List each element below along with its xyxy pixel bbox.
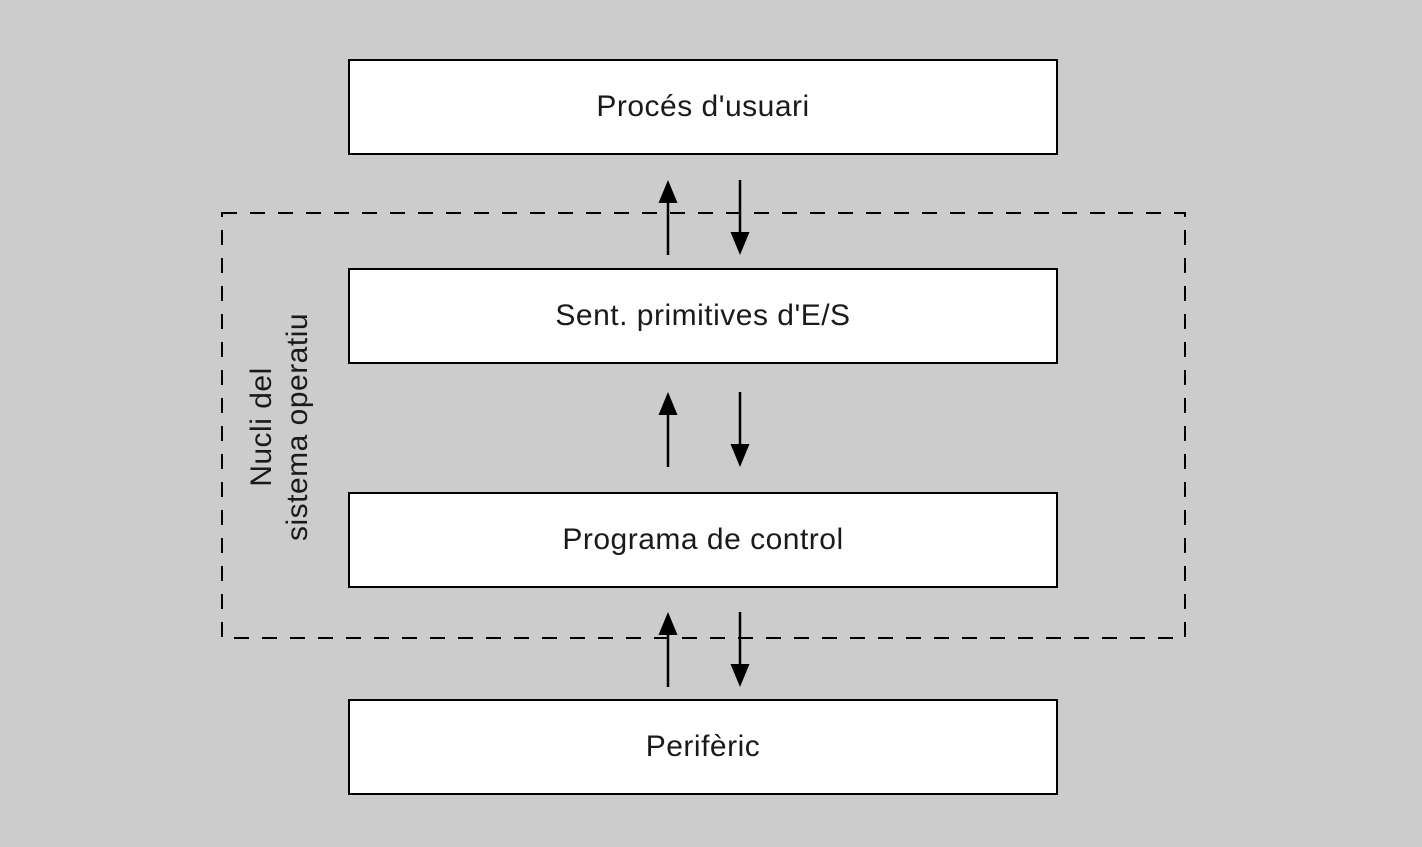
arrow-down-primitives-to-control-icon xyxy=(730,392,750,467)
box-sent-primitives-label: Sent. primitives d'E/S xyxy=(555,299,851,332)
box-periferic: Perifèric xyxy=(348,699,1058,795)
arrow-down-user-to-primitives-icon xyxy=(730,180,750,255)
kernel-region-label: Nucli del sistema operatiu xyxy=(244,313,316,541)
arrow-up-primitives-to-user-icon xyxy=(658,180,678,255)
box-proces-usuari: Procés d'usuari xyxy=(348,59,1058,155)
box-programa-control: Programa de control xyxy=(348,492,1058,588)
kernel-region-label-line1: Nucli del xyxy=(245,367,278,487)
box-periferic-label: Perifèric xyxy=(645,730,761,763)
arrow-up-control-to-primitives-icon xyxy=(658,392,678,467)
box-programa-control-label: Programa de control xyxy=(562,523,844,556)
arrow-up-peripheral-to-control-icon xyxy=(658,612,678,687)
kernel-region-label-line2: sistema operatiu xyxy=(281,312,314,542)
box-sent-primitives: Sent. primitives d'E/S xyxy=(348,268,1058,364)
box-proces-usuari-label: Procés d'usuari xyxy=(596,90,810,123)
arrow-down-control-to-peripheral-icon xyxy=(730,612,750,687)
kernel-boundary-dashed-box xyxy=(221,212,1186,639)
